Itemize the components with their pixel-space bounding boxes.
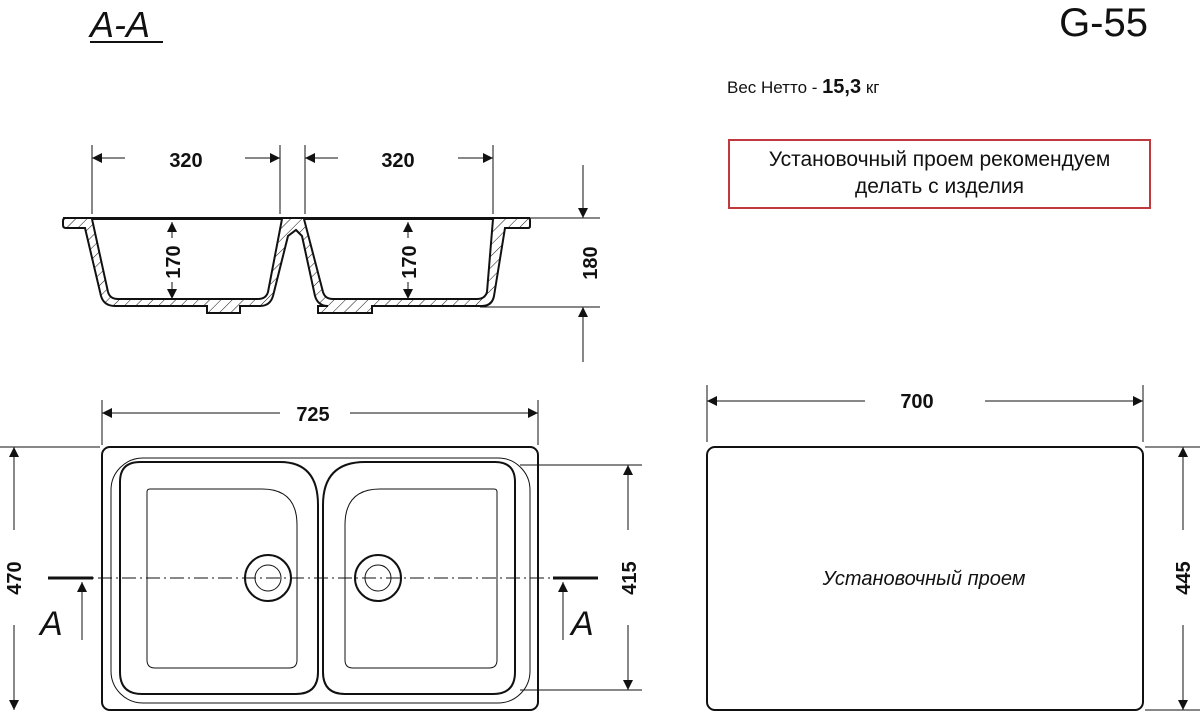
dim-sink-width: 725 <box>296 404 329 426</box>
dim-cutout-height: 445 <box>1173 561 1195 594</box>
sink-rim <box>110 457 531 704</box>
dim-bowl-width-right: 320 <box>381 150 414 172</box>
dim-depth-right: 170 <box>399 245 421 278</box>
cutout-outline <box>706 446 1144 711</box>
weight-unit: кг <box>865 78 880 97</box>
section-title: A-A <box>88 4 150 45</box>
section-view: 320 320 170 170 180 <box>62 145 602 362</box>
dim-bowl-width-left: 320 <box>169 150 202 172</box>
right-bowl <box>322 461 516 695</box>
weight-value: 15,3 <box>822 76 862 98</box>
section-mark-left: A <box>38 605 63 643</box>
dim-inner-height: 415 <box>619 561 641 594</box>
cutout-label: Установочный проем <box>822 568 1026 590</box>
dim-cutout-width: 700 <box>900 391 933 413</box>
drain-right-icon <box>354 554 402 602</box>
sink-section-inner <box>90 218 495 300</box>
dim-depth-left: 170 <box>163 245 185 278</box>
installation-note: Установочный проем рекомендуем делать с … <box>728 139 1151 209</box>
left-bowl <box>119 461 319 695</box>
model-name: G-55 <box>1059 1 1148 45</box>
dim-total-height: 180 <box>580 246 602 279</box>
note-line-1: Установочный проем рекомендуем <box>768 148 1111 171</box>
sink-top-view: 725 A A 470 415 <box>0 400 642 711</box>
weight-label: Вес Нетто - <box>727 78 818 97</box>
section-mark-right: A <box>569 605 594 643</box>
cutout-view: 700 Установочный проем 445 <box>706 385 1200 711</box>
net-weight: Вес Нетто - 15,3 кг <box>727 76 879 99</box>
note-line-2: делать с изделия <box>855 175 1024 198</box>
dim-sink-height: 470 <box>4 561 26 594</box>
